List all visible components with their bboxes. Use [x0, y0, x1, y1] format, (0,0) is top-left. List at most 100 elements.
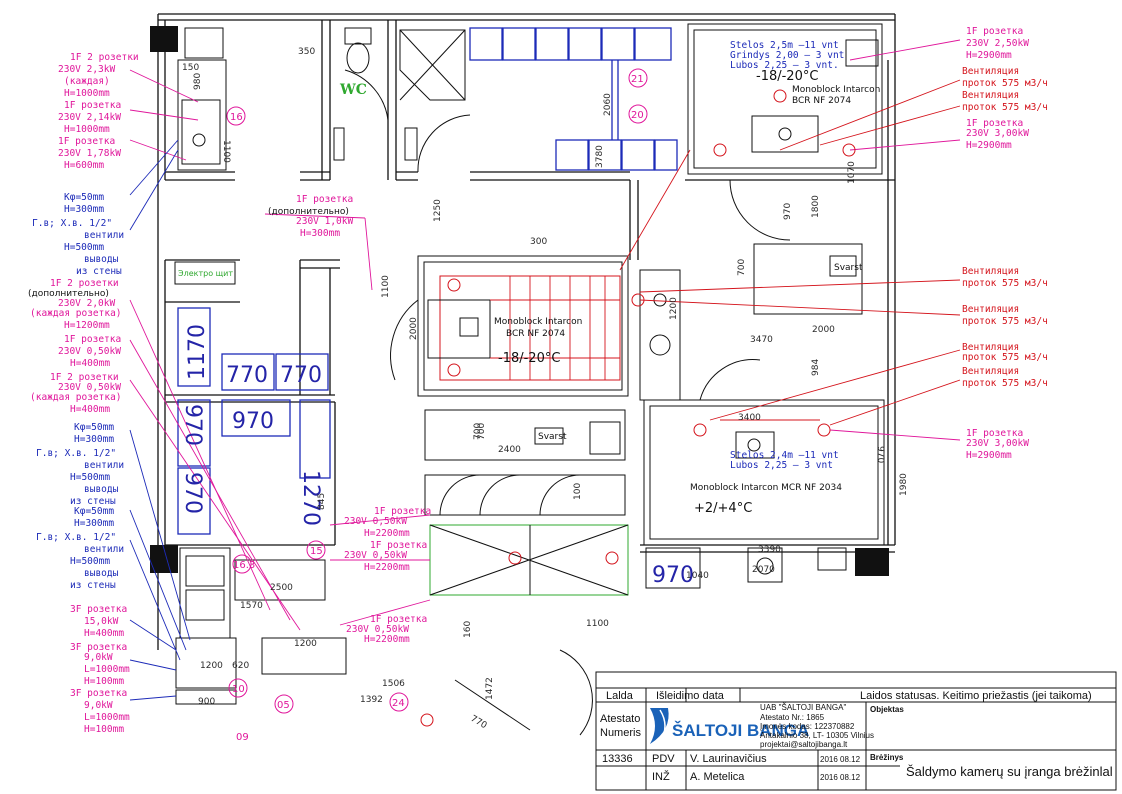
note-right: проток 575 м3/ч — [962, 78, 1048, 89]
notes-right: 1F розетка 230V 2,50kW H=2900mm Вентиляц… — [962, 26, 1048, 461]
note-socket-4: (каждая розетка) — [30, 308, 122, 319]
note-water: вентили — [84, 460, 124, 471]
dim: 1200 — [669, 297, 679, 320]
note-socket-5: 230V 0,50kW — [58, 346, 121, 357]
cooler-shelves: Stelos 2,4m –11 vnt — [730, 450, 839, 461]
company-info: projektai@saltojibanga.lt — [760, 740, 848, 749]
dim: 770 — [469, 714, 489, 731]
note-water: вентили — [84, 544, 124, 555]
company-info: Atestato Nr.: 1865 — [760, 713, 825, 722]
note-right: H=2900mm — [966, 140, 1012, 151]
tb-date: 2016 08.12 — [820, 773, 861, 782]
tb-drawing-title: Šaldymo kamerų su įranga brėžinlal — [906, 764, 1113, 779]
dim: 160 — [463, 621, 473, 638]
note-center: 1F розетка — [370, 540, 427, 551]
note-water: Г.в; Х.в. 1/2" — [32, 218, 112, 229]
dim: 3400 — [738, 413, 761, 423]
ventilation-lines-red — [619, 79, 961, 426]
notes-water-top: Kφ=50mm H=300mm Г.в; Х.в. 1/2" вентили H… — [32, 192, 124, 277]
dim: 900 — [198, 697, 215, 707]
note-socket-6: H=400mm — [70, 404, 110, 415]
dim-big: 1170 — [185, 324, 210, 380]
tb-breziniys: Brėžinys — [870, 753, 904, 762]
dim: 700 — [737, 259, 747, 276]
equipment-label: Svarst — [834, 263, 863, 273]
center-counters — [424, 409, 629, 596]
note-socket-2: 1F розетка — [64, 100, 121, 111]
note-right: проток 575 м3/ч — [962, 378, 1048, 389]
note-water: H=500mm — [70, 556, 110, 567]
kitchen-blocks — [177, 307, 331, 535]
tb-status-header: Laidos statusas. Keitimo priežastis (jei… — [860, 690, 1092, 702]
cooler-room — [643, 359, 885, 546]
note-right: проток 575 м3/ч — [962, 102, 1048, 113]
walls — [157, 13, 896, 650]
item-number: 24 — [392, 698, 405, 709]
dim: 1070 — [847, 161, 857, 184]
dim: 2000 — [812, 325, 835, 335]
note-center: H=2200mm — [364, 528, 410, 539]
dim: 3390 — [758, 545, 781, 555]
note-water: H=300mm — [74, 518, 114, 529]
dim-big: 970 — [180, 404, 205, 446]
tb-atestato: Atestato — [600, 713, 640, 725]
freezer-top-temp: -18/-20°C — [756, 69, 818, 84]
column — [150, 26, 178, 52]
item-number: 20 — [631, 110, 644, 121]
company-info: UAB "ŠALTOJI BANGA" — [760, 703, 846, 712]
item-number: 10 — [232, 684, 245, 695]
note-center: 230V 0,50kW — [346, 624, 409, 635]
note-right: 230V 3,00kW — [966, 128, 1029, 139]
note-socket-6: (каждая розетка) — [30, 392, 122, 403]
note-3f: H=100mm — [84, 724, 124, 735]
dim: 1570 — [240, 601, 263, 611]
note-water: Kφ=50mm — [74, 422, 114, 433]
note-right: проток 575 м3/ч — [962, 316, 1048, 327]
tb-number: 13336 — [602, 753, 633, 765]
dim: 1100 — [221, 140, 231, 163]
dim: 3470 — [750, 335, 773, 345]
note-right: Вентиляция — [962, 266, 1019, 277]
note-extra: 1F розетка — [296, 194, 353, 205]
freezer-top-unit: BCR NF 2074 — [792, 96, 851, 106]
note-water: выводы — [84, 484, 119, 495]
note-3f: 9,0kW — [84, 700, 113, 711]
note-3f: H=100mm — [84, 676, 124, 687]
freezer-room-top — [687, 23, 883, 241]
note-socket-1: 1F 2 розетки — [70, 52, 139, 63]
note-right: H=2900mm — [966, 50, 1012, 61]
note-right: H=2900mm — [966, 450, 1012, 461]
note-socket-1: 230V 2,3kW — [58, 64, 115, 75]
dim-big: 770 — [280, 363, 322, 388]
note-socket-6: 1F 2 розетки — [50, 372, 119, 383]
dim: 1200 — [200, 661, 223, 671]
note-right: 1F розетка — [966, 118, 1023, 129]
item-number: 09 — [236, 732, 249, 743]
notes-3f: 3F розетка 15,0kW H=400mm 3F розетка 9,0… — [70, 604, 130, 735]
note-socket-2: H=1000mm — [64, 124, 110, 135]
tb-atestato: Numeris — [600, 727, 641, 739]
freezer-top-unit: Monoblock Intarcon — [792, 85, 880, 95]
notes-extra-socket: 1F розетка (дополнительно) 230V 1,0kW H=… — [268, 194, 353, 239]
notes-left-mid: 1F 2 розетки (дополнительно) 230V 2,0kW … — [28, 278, 122, 415]
dim: 2500 — [270, 583, 293, 593]
freezer-top-shelves: Stelos 2,5m –11 vnt — [730, 40, 839, 51]
dim: 970 — [783, 203, 793, 220]
note-socket-4: H=1200mm — [64, 320, 110, 331]
dim: 1200 — [294, 639, 317, 649]
note-water: H=300mm — [74, 434, 114, 445]
item-number: 21 — [631, 74, 644, 85]
dim: 3780 — [595, 145, 605, 168]
note-3f: H=400mm — [84, 628, 124, 639]
dim: 845 — [317, 493, 327, 510]
dim: 1100 — [381, 275, 391, 298]
note-socket-1: H=1000mm — [64, 88, 110, 99]
dim: 1250 — [433, 199, 443, 222]
dim-big: 970 — [232, 409, 274, 434]
note-socket-4: 230V 2,0kW — [58, 298, 115, 309]
note-center: H=2200mm — [364, 562, 410, 573]
note-right: Вентиляция — [962, 342, 1019, 353]
note-right: Вентиляция — [962, 304, 1019, 315]
dim-big: 970 — [652, 563, 694, 588]
